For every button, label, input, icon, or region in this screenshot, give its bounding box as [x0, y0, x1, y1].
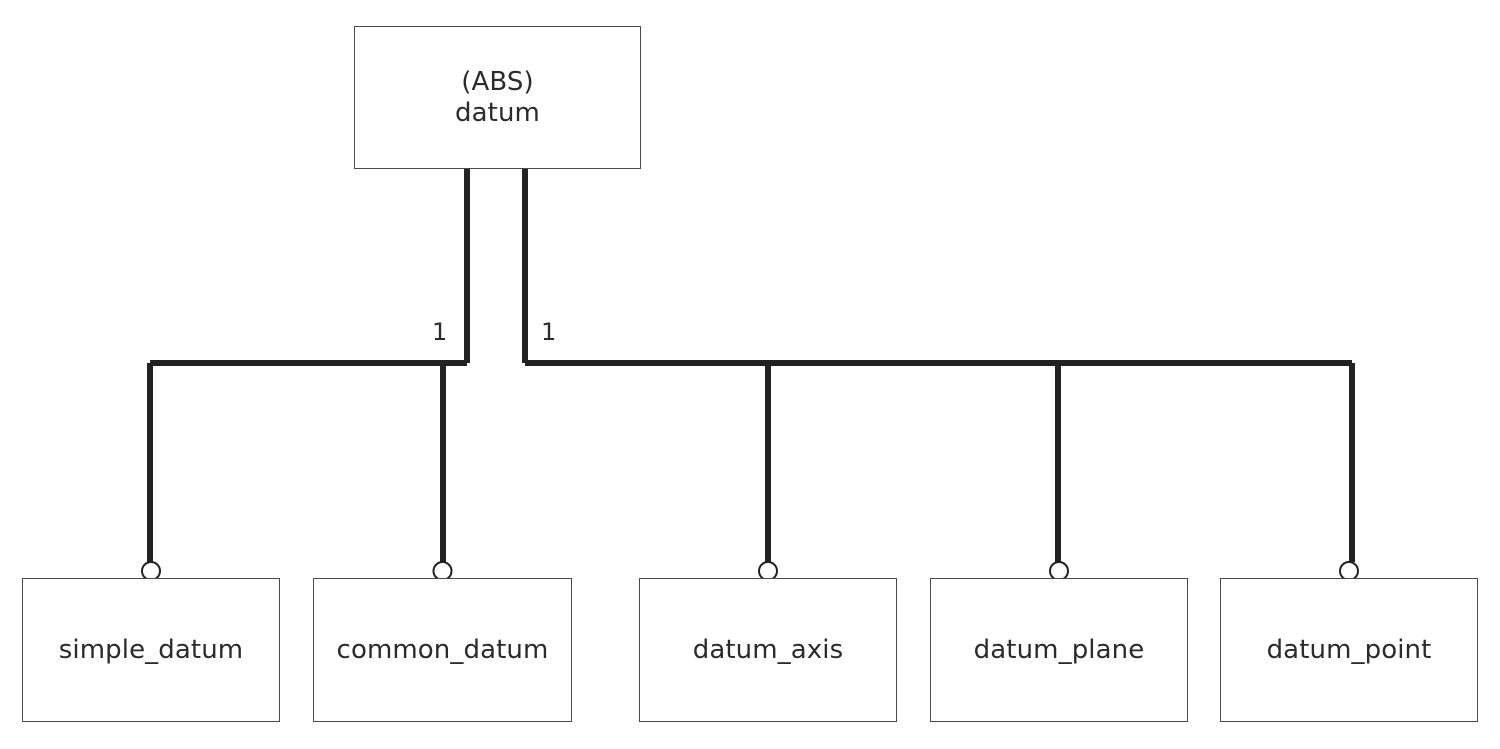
subtype-circle-markers	[141, 561, 1359, 581]
node-label-datum: (ABS) datum	[455, 66, 540, 128]
node-box-common_datum[interactable]: common_datum	[313, 578, 572, 722]
connector-lines	[147, 169, 1355, 562]
node-box-datum_axis[interactable]: datum_axis	[639, 578, 897, 722]
node-label-common_datum: common_datum	[336, 634, 549, 665]
node-box-datum_point[interactable]: datum_point	[1220, 578, 1478, 722]
node-label-simple_datum: simple_datum	[58, 634, 244, 665]
node-box-simple_datum[interactable]: simple_datum	[22, 578, 280, 722]
multiplicity-label-mult-right: 1	[541, 318, 557, 346]
node-label-datum_point: datum_point	[1266, 634, 1432, 665]
node-label-datum_axis: datum_axis	[692, 634, 844, 665]
node-box-datum[interactable]: (ABS) datum	[354, 26, 641, 169]
node-label-datum_plane: datum_plane	[973, 634, 1145, 665]
node-box-datum_plane[interactable]: datum_plane	[930, 578, 1188, 722]
multiplicity-label-mult-left: 1	[432, 318, 448, 346]
